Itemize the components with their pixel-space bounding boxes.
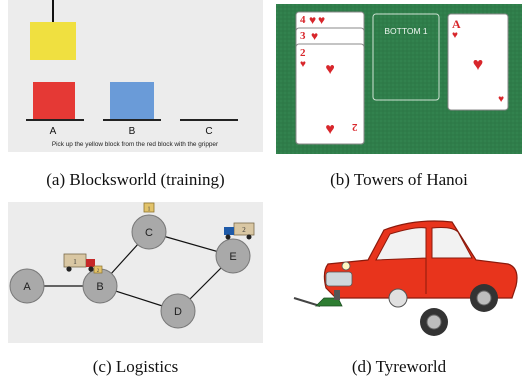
truck-2-label: 2: [242, 226, 246, 234]
card-4-rank: 4: [300, 14, 306, 26]
hanoi-scene: 4 ♥ ♥ 3 ♥ 2 ♥ ♥ ♥ 2 BOTTOM 1 A ♥ ♥ ♥: [276, 4, 522, 154]
card-3-rank: 3: [300, 30, 306, 42]
package-icon-2: 2: [93, 265, 103, 274]
bottom-slot: [372, 13, 440, 101]
node-e-label: E: [229, 251, 236, 263]
red-block: [33, 82, 75, 120]
card-2-rank-inverted: 2: [352, 121, 358, 133]
node-e: [215, 238, 251, 274]
car-rear-window: [431, 227, 473, 259]
card-2-pip-heart-icon-2: ♥: [325, 121, 335, 138]
car-grille: [325, 271, 353, 287]
rear-rim: [476, 290, 492, 306]
caption-c: (c) Logistics: [92, 357, 179, 376]
tyreworld-scene: [293, 220, 518, 336]
card-4-heart-icon-2: ♥: [318, 13, 325, 27]
blocksworld-panel: A B C Pick up the yellow block from the …: [8, 0, 263, 152]
caption-b: (b) Towers of Hanoi: [330, 170, 468, 189]
jack-icon: [293, 290, 343, 307]
bottom-label: BOTTOM 1: [384, 26, 428, 36]
ace-card: [447, 13, 509, 111]
instruction-text: Pick up the yellow block from the red bl…: [52, 141, 219, 148]
ace-rank: A: [452, 17, 461, 31]
caption-a: (a) Blocksworld (training): [46, 170, 225, 189]
node-a-label: A: [23, 281, 31, 293]
front-hub: [388, 288, 408, 308]
yellow-block: [30, 22, 76, 60]
card-2-rank: 2: [300, 47, 306, 59]
caption-d: (d) Tyreworld: [351, 357, 447, 376]
node-b-label: B: [96, 281, 103, 293]
card-2-corner-heart-icon: ♥: [300, 59, 306, 70]
package-label-2: 2: [97, 269, 100, 274]
node-a: [9, 268, 45, 304]
card-2-pip-heart-icon: ♥: [325, 61, 335, 78]
node-c-label: C: [145, 227, 153, 239]
truck-icon-2: 2: [224, 222, 255, 240]
card-4-heart-icon: ♥: [309, 13, 316, 27]
spare-rim: [426, 314, 442, 330]
package-icon: 1: [143, 202, 155, 213]
tyreworld-panel: [276, 202, 522, 343]
label-a: A: [50, 126, 57, 137]
ace-corner-heart-icon-2: ♥: [498, 94, 504, 105]
car-front-window: [375, 227, 427, 261]
ace-center-heart-icon: ♥: [473, 54, 484, 74]
node-c: [131, 214, 167, 250]
blocksworld-scene: A B C Pick up the yellow block from the …: [26, 0, 238, 148]
label-c: C: [205, 126, 212, 137]
blue-block: [110, 82, 154, 120]
card-2: [295, 43, 365, 145]
logistics-scene: A B C D E 1 2 1 2: [9, 202, 255, 329]
hanoi-panel: 4 ♥ ♥ 3 ♥ 2 ♥ ♥ ♥ 2 BOTTOM 1 A ♥ ♥ ♥: [276, 4, 522, 154]
truck-icon: 1: [63, 253, 95, 272]
car-body: [323, 220, 518, 299]
card-3-heart-icon: ♥: [311, 29, 318, 43]
headlight: [341, 261, 351, 271]
truck-1-label: 1: [73, 258, 77, 266]
node-d-label: D: [174, 306, 182, 318]
node-d: [160, 293, 196, 329]
package-label: 1: [148, 207, 151, 213]
label-b: B: [129, 126, 136, 137]
ace-corner-heart-icon: ♥: [452, 30, 458, 41]
logistics-panel: A B C D E 1 2 1 2: [8, 202, 263, 343]
